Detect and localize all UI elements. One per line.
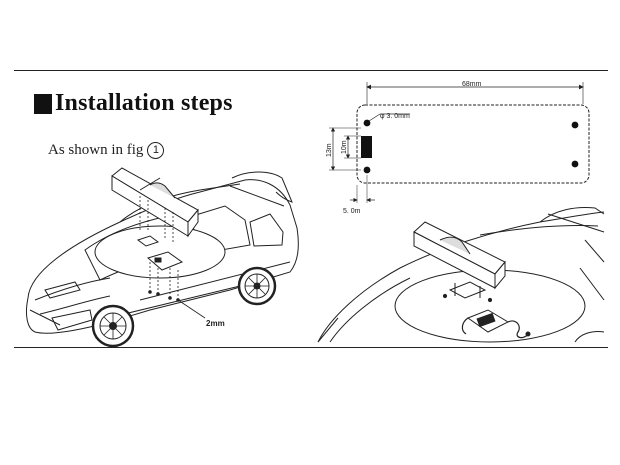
- wheel-icon: [91, 304, 135, 348]
- title-row: Installation steps: [34, 90, 233, 117]
- inner-height-label: 10m: [341, 140, 348, 154]
- caption-text: As shown in fig: [48, 142, 144, 158]
- mount-hole-icon: [571, 121, 579, 129]
- hole-diameter-label: φ 3. 0mm: [380, 113, 410, 120]
- mount-bracket-closeup-icon: [442, 281, 493, 303]
- mount-hole-icon: [363, 119, 371, 127]
- screw-size-label: 2mm: [206, 319, 225, 328]
- light-bar-icon: [111, 167, 199, 238]
- plate-outline: [356, 104, 590, 184]
- page-title: Installation steps: [55, 90, 233, 116]
- light-bar-closeup-icon: [413, 221, 506, 290]
- figure-number-badge: 1: [147, 142, 165, 159]
- controller-board-icon: [461, 309, 531, 339]
- wheel-icon: [237, 266, 277, 306]
- length-dimension-label: 68mm: [462, 81, 482, 88]
- title-square-icon: [34, 93, 52, 114]
- mount-hole-icon: [363, 166, 371, 174]
- dimension-drawing: 68mm φ 3. 0mm 13m 10m: [326, 81, 590, 215]
- guide-lines: [139, 196, 179, 300]
- screw-points: [148, 290, 180, 302]
- mount-hole-icon: [571, 160, 579, 168]
- figure-frame: [14, 70, 608, 348]
- roof-mount-area: [94, 225, 226, 279]
- offset-dimension-label: 5. 0m: [343, 208, 361, 215]
- outer-height-label: 13m: [326, 143, 333, 157]
- slot-mark: [361, 136, 372, 158]
- figure-caption: As shown in fig 1: [48, 142, 165, 159]
- mount-bracket-icon: [136, 235, 184, 271]
